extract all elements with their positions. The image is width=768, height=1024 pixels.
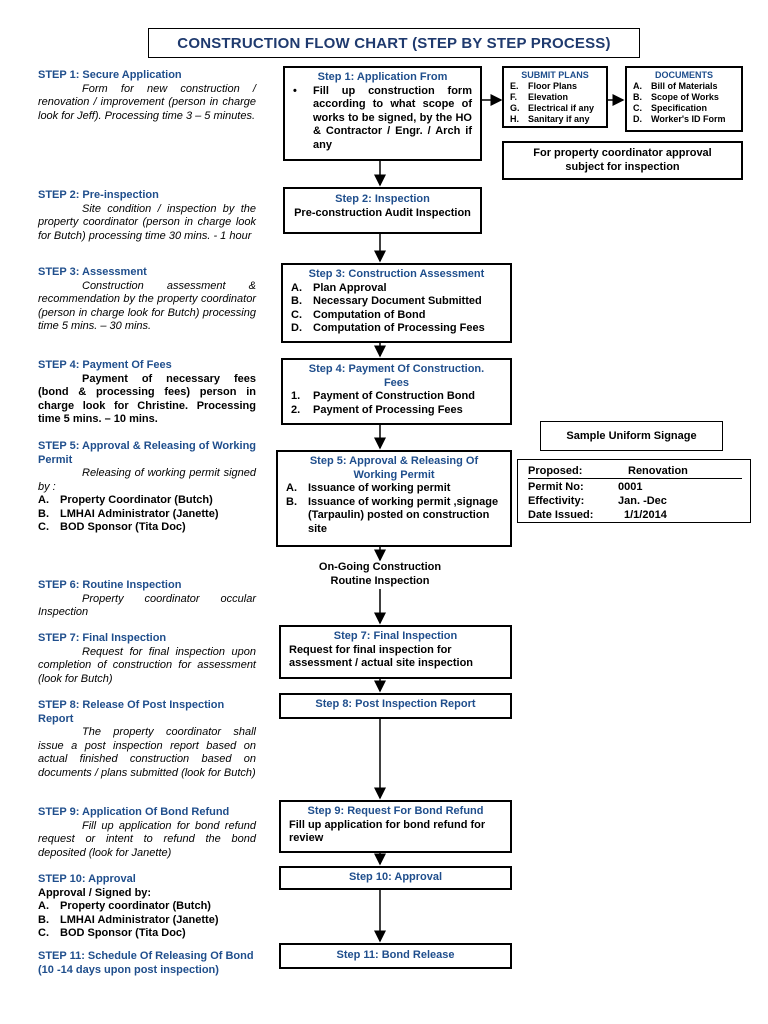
box-list-item: B.Necessary Document Submitted bbox=[291, 295, 482, 307]
ongoing-construction-label: On-Going Construction Routine Inspection bbox=[300, 561, 460, 588]
box-text: Request for final inspection for assessm… bbox=[289, 643, 474, 670]
left-step-heading: STEP 11: Schedule Of Releasing Of Bond (… bbox=[38, 950, 254, 976]
box-list-item: 2.Payment of Processing Fees bbox=[291, 403, 463, 416]
left-step-desc: Payment of necessary fees (bond & proces… bbox=[38, 372, 256, 426]
left-step-desc: The property coordinator shall issue a p… bbox=[38, 726, 256, 779]
documents-box: DOCUMENTS A.Bill of Materials B.Scope of… bbox=[625, 66, 743, 132]
left-list-item: C.BOD Sponsor (Tita Doc) bbox=[38, 521, 186, 533]
signage-row: Effectivity:Jan. -Dec bbox=[528, 495, 667, 507]
left-step-desc: Construction assessment & recommendation… bbox=[38, 279, 256, 333]
box-heading: Step 9: Request For Bond Refund bbox=[307, 805, 484, 817]
signage-divider bbox=[528, 478, 742, 479]
signage-title-box: Sample Uniform Signage bbox=[540, 421, 723, 451]
left-list-item: A.Property Coordinator (Butch) bbox=[38, 494, 213, 506]
left-list-item: C.BOD Sponsor (Tita Doc) bbox=[38, 927, 186, 939]
box-heading: Step 1: Application From bbox=[317, 71, 448, 83]
signage-row: Permit No:0001 bbox=[528, 481, 643, 493]
box-list-item: F.Elevation bbox=[510, 92, 569, 102]
left-step-desc: Fill up application for bond refund requ… bbox=[38, 819, 256, 859]
box-text: • Fill up construction form according to… bbox=[293, 84, 472, 151]
left-step-desc: Releasing of working permit signed by : bbox=[38, 467, 256, 493]
step-5-box: Step 5: Approval & Releasing Of Working … bbox=[276, 450, 512, 547]
left-step-5: STEP 5: Approval & Releasing of Working … bbox=[38, 440, 256, 535]
box-list-item: E.Floor Plans bbox=[510, 81, 578, 91]
step-4-box: Step 4: Payment Of Construction. Fees 1.… bbox=[281, 358, 512, 425]
signage-row: Date Issued:1/1/2014 bbox=[528, 509, 667, 521]
box-heading: SUBMIT PLANS bbox=[521, 70, 589, 80]
box-heading: Step 10: Approval bbox=[348, 871, 443, 883]
box-heading: DOCUMENTS bbox=[655, 70, 713, 80]
left-step-desc: Approval / Signed by: bbox=[38, 886, 152, 899]
box-list-item: G.Electrical if any bbox=[510, 103, 595, 113]
left-step-desc: Property coordinator occular Inspection bbox=[38, 592, 256, 619]
box-heading: Step 5: Approval & Releasing Of Working … bbox=[309, 455, 479, 481]
box-heading: Step 8: Post Inspection Report bbox=[315, 698, 476, 710]
box-list-item: C.Computation of Bond bbox=[291, 308, 426, 321]
box-list-item: 1.Payment of Construction Bond bbox=[291, 390, 475, 402]
coordinator-approval-box: For property coordinator approval subjec… bbox=[502, 141, 743, 180]
left-step-desc: Request for final inspection upon comple… bbox=[38, 645, 256, 685]
step-2-box: Step 2: Inspection Pre-construction Audi… bbox=[283, 187, 482, 234]
left-list-item: B.LMHAI Administrator (Janette) bbox=[38, 913, 219, 926]
box-heading: Step 7: Final Inspection bbox=[333, 630, 458, 642]
left-step-heading: STEP 10: Approval bbox=[38, 873, 136, 885]
left-step-heading: STEP 9: Application Of Bond Refund bbox=[38, 806, 230, 818]
box-heading: Step 4: Payment Of Construction. Fees bbox=[308, 363, 485, 389]
left-step-11: STEP 11: Schedule Of Releasing Of Bond (… bbox=[38, 950, 256, 977]
left-step-heading: STEP 4: Payment Of Fees bbox=[38, 359, 172, 371]
box-heading: Step 11: Bond Release bbox=[336, 949, 455, 961]
left-step-3: STEP 3: Assessment Construction assessme… bbox=[38, 266, 256, 334]
left-step-heading: STEP 7: Final Inspection bbox=[38, 632, 167, 644]
box-list-item: D.Computation of Processing Fees bbox=[291, 322, 485, 334]
signage-row: Proposed:Renovation bbox=[528, 465, 688, 477]
left-step-heading: STEP 5: Approval & Releasing of Working … bbox=[38, 440, 257, 466]
step-10-box: Step 10: Approval bbox=[279, 866, 512, 890]
step-9-box: Step 9: Request For Bond Refund Fill up … bbox=[279, 800, 512, 853]
left-list-item: B.LMHAI Administrator (Janette) bbox=[38, 507, 219, 520]
box-list-item: C.Specification bbox=[633, 103, 708, 113]
step-1-box: Step 1: Application From • Fill up const… bbox=[283, 66, 482, 161]
left-step-heading: STEP 1: Secure Application bbox=[38, 69, 182, 81]
left-step-heading: STEP 8: Release Of Post Inspection Repor… bbox=[38, 699, 225, 725]
box-list-item: A.Issuance of working permit bbox=[286, 482, 451, 494]
left-step-7: STEP 7: Final Inspection Request for fin… bbox=[38, 632, 256, 686]
step-8-box: Step 8: Post Inspection Report bbox=[279, 693, 512, 719]
left-step-heading: STEP 2: Pre-inspection bbox=[38, 189, 159, 201]
box-heading: Step 3: Construction Assessment bbox=[308, 268, 485, 280]
left-step-desc: Site condition / inspection by the prope… bbox=[38, 202, 256, 242]
left-step-4: STEP 4: Payment Of Fees Payment of neces… bbox=[38, 359, 256, 427]
step-7-box: Step 7: Final Inspection Request for fin… bbox=[279, 625, 512, 679]
left-step-10: STEP 10: Approval Approval / Signed by: … bbox=[38, 873, 256, 941]
box-list-item: D.Worker's ID Form bbox=[633, 114, 726, 124]
signage-sample-box: Proposed:Renovation Permit No:0001 Effec… bbox=[517, 459, 751, 523]
box-text: Fill up application for bond refund for … bbox=[289, 818, 486, 845]
left-step-heading: STEP 6: Routine Inspection bbox=[38, 579, 182, 591]
bullet-icon: • bbox=[293, 84, 297, 97]
box-list-item: A.Plan Approval bbox=[291, 281, 387, 294]
box-list-item: B.Scope of Works bbox=[633, 92, 719, 102]
left-step-1: STEP 1: Secure Application Form for new … bbox=[38, 69, 256, 123]
left-step-heading: STEP 3: Assessment bbox=[38, 266, 147, 278]
left-step-desc: Form for new construction / renovation /… bbox=[38, 82, 256, 122]
left-step-6: STEP 6: Routine Inspection Property coor… bbox=[38, 579, 256, 620]
left-list-item: A.Property coordinator (Butch) bbox=[38, 900, 211, 912]
step-11-box: Step 11: Bond Release bbox=[279, 943, 512, 969]
left-step-2: STEP 2: Pre-inspection Site condition / … bbox=[38, 189, 256, 243]
box-list-item: B.Issuance of working permit ,signage (T… bbox=[286, 495, 499, 535]
step-3-box: Step 3: Construction Assessment A.Plan A… bbox=[281, 263, 512, 343]
box-list-item: A.Bill of Materials bbox=[633, 81, 718, 91]
box-list-item: H.Sanitary if any bbox=[510, 114, 590, 124]
box-text: Pre-construction Audit Inspection bbox=[294, 206, 471, 219]
box-heading: Step 2: Inspection bbox=[335, 193, 430, 205]
submit-plans-box: SUBMIT PLANS E.Floor Plans F.Elevation G… bbox=[502, 66, 608, 128]
page-title: CONSTRUCTION FLOW CHART (STEP BY STEP PR… bbox=[148, 28, 640, 58]
left-step-9: STEP 9: Application Of Bond Refund Fill … bbox=[38, 806, 256, 860]
left-step-8: STEP 8: Release Of Post Inspection Repor… bbox=[38, 699, 256, 780]
